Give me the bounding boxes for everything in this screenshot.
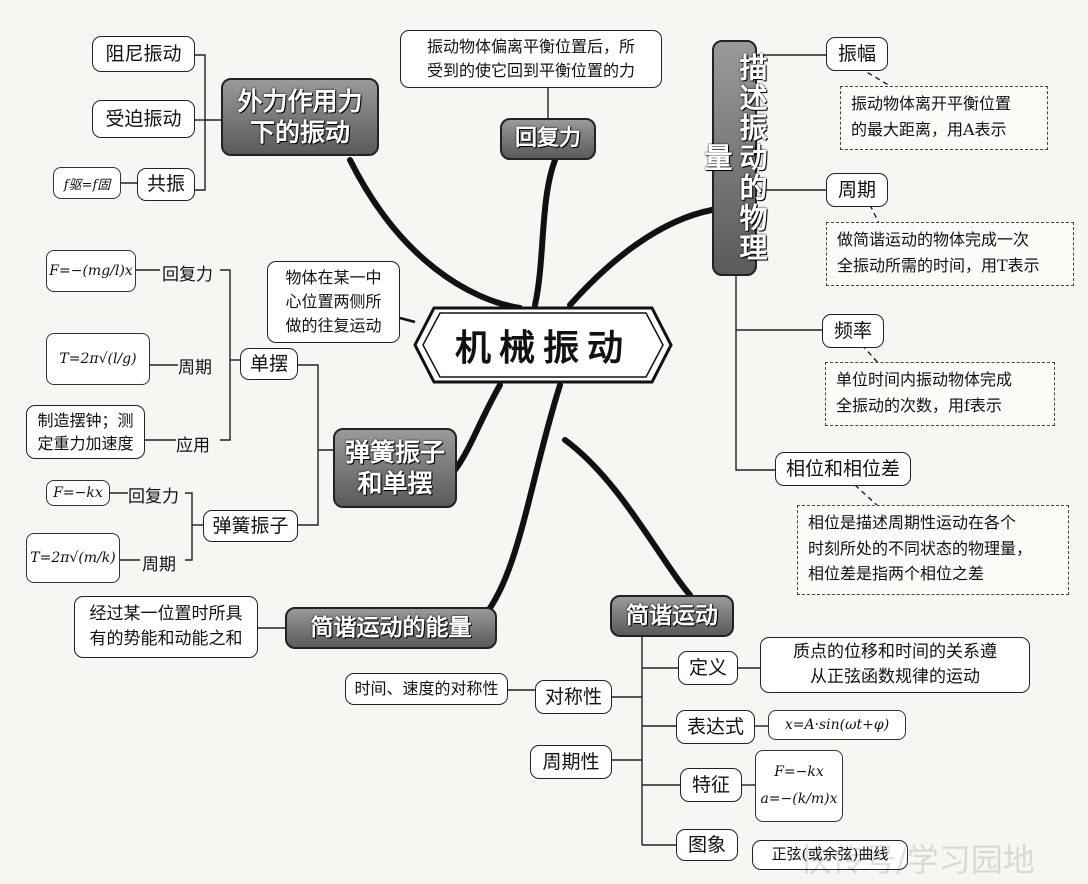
oscillation-definition: 物体在某一中 心位置两侧所 做的往复运动 xyxy=(267,261,400,343)
restoring-def-line1: 振动物体偏离平衡位置后，所 xyxy=(426,37,635,56)
period-def-line2: 全振动所需的时间，用T表示 xyxy=(837,255,1040,275)
branch-spring-pendulum: 弹簧振子 和单摆 xyxy=(333,428,457,508)
center-hexagon-shape xyxy=(413,306,673,384)
feature-formulas: F=−kx a=−(k/m)x xyxy=(755,750,843,822)
pendulum-app-line2: 定重力加速度 xyxy=(37,434,134,453)
pendulum-node: 单摆 xyxy=(240,348,298,380)
amplitude-definition: 振动物体离开平衡位置 的最大距离，用A表示 xyxy=(840,86,1048,150)
pendulum-app-line1: 制造摆钟；测 xyxy=(37,410,134,430)
pendulum-restoring-formula: F=−(mg/l)x xyxy=(46,250,136,292)
branch-spring-line2: 和单摆 xyxy=(357,469,433,498)
phase-def-line1: 相位是描述周期性运动在各个 xyxy=(808,513,1017,532)
phase-def-line2: 时刻所处的不同状态的物理量， xyxy=(808,538,1033,558)
damped-vibration: 阻尼振动 xyxy=(92,36,195,72)
phase-definition: 相位是描述周期性运动在各个 时刻所处的不同状态的物理量， 相位差是指两个相位之差 xyxy=(797,505,1069,595)
center-title: 机械振动 xyxy=(454,327,631,369)
branch-spring-line1: 弹簧振子 xyxy=(344,437,445,467)
watermark: 快传号/学习园地 xyxy=(800,841,1035,879)
branch-restoring-force: 回复力 xyxy=(500,118,596,160)
definition-node: 定义 xyxy=(678,651,738,685)
phase-node: 相位和相位差 xyxy=(775,452,911,486)
feature-formula-1: F=−kx xyxy=(774,764,824,781)
pendulum-application-label: 应用 xyxy=(176,436,210,456)
period-node: 周期 xyxy=(826,173,888,207)
resonance-formula: f驱=f固 xyxy=(53,167,121,199)
restoring-def-line2: 受到的使它回到平衡位置的力 xyxy=(426,61,635,80)
branch-external-force: 外力作用力 下的振动 xyxy=(221,78,379,156)
spring-period-label: 周期 xyxy=(142,555,176,575)
feature-node: 特征 xyxy=(680,768,742,802)
period-definition: 做简谐运动的物体完成一次 全振动所需的时间，用T表示 xyxy=(826,222,1074,286)
energy-definition: 经过某一位置时所具 有的势能和动能之和 xyxy=(74,596,258,658)
phase-def-line3: 相位差是指两个相位之差 xyxy=(808,564,985,584)
definition-text-line2: 从正弦函数规律的运动 xyxy=(810,667,980,687)
expression-formula: x=A·sin(ωt+φ) xyxy=(768,710,906,740)
image-node: 图象 xyxy=(676,829,738,861)
branch-describe-quantities: 描述振动的物理量 xyxy=(701,40,769,276)
feature-formula-2: a=−(k/m)x xyxy=(760,791,838,807)
symmetry-description: 时间、速度的对称性 xyxy=(345,673,508,705)
spring-restoring-formula: F=−kx xyxy=(46,480,110,506)
branch-external-line2: 下的振动 xyxy=(249,118,350,147)
oscillation-def-line1: 物体在某一中 xyxy=(285,268,382,287)
definition-text-line1: 质点的位移和时间的关系遵 xyxy=(793,642,997,663)
frequency-def-line1: 单位时间内振动物体完成 xyxy=(836,370,1013,389)
definition-text: 质点的位移和时间的关系遵 从正弦函数规律的运动 xyxy=(760,637,1030,693)
amplitude-node: 振幅 xyxy=(826,37,888,71)
energy-def-line1: 经过某一位置时所具 xyxy=(89,603,243,624)
spring-node: 弹簧振子 xyxy=(203,510,298,542)
pendulum-period-label: 周期 xyxy=(178,358,212,378)
center-topic: 机械振动 xyxy=(412,305,674,385)
periodicity-node: 周期性 xyxy=(530,745,612,779)
amplitude-def-line2: 的最大距离，用A表示 xyxy=(851,119,1007,139)
oscillation-def-line2: 心位置两侧所 xyxy=(285,292,382,311)
energy-def-line2: 有的势能和动能之和 xyxy=(89,629,243,649)
pendulum-application-text: 制造摆钟；测 定重力加速度 xyxy=(26,405,145,459)
expression-node: 表达式 xyxy=(676,710,755,744)
period-def-line1: 做简谐运动的物体完成一次 xyxy=(837,230,1030,249)
symmetry-node: 对称性 xyxy=(535,680,612,714)
oscillation-def-line3: 做的往复运动 xyxy=(285,316,382,335)
forced-vibration: 受迫振动 xyxy=(92,100,195,138)
frequency-node: 频率 xyxy=(822,314,884,348)
restoring-definition: 振动物体偏离平衡位置后，所 受到的使它回到平衡位置的力 xyxy=(400,30,662,88)
spring-restoring-label: 回复力 xyxy=(128,487,179,507)
branch-external-line1: 外力作用力 xyxy=(237,86,363,116)
pendulum-restoring-label: 回复力 xyxy=(162,265,213,285)
spring-period-formula: T=2π√(m/k) xyxy=(26,533,120,583)
branch-describe-text: 描述振动的物理量 xyxy=(700,53,769,263)
image-text: 正弦(或余弦)曲线 xyxy=(752,840,908,870)
frequency-definition: 单位时间内振动物体完成 全振动的次数，用f表示 xyxy=(825,362,1055,426)
resonance: 共振 xyxy=(137,168,195,201)
pendulum-period-formula: T=2π√(l/g) xyxy=(46,333,150,385)
amplitude-def-line1: 振动物体离开平衡位置 xyxy=(851,94,1012,113)
frequency-def-line2: 全振动的次数，用f表示 xyxy=(836,395,1002,415)
branch-shm: 简谐运动 xyxy=(610,595,734,637)
branch-shm-energy: 简谐运动的能量 xyxy=(285,607,497,649)
